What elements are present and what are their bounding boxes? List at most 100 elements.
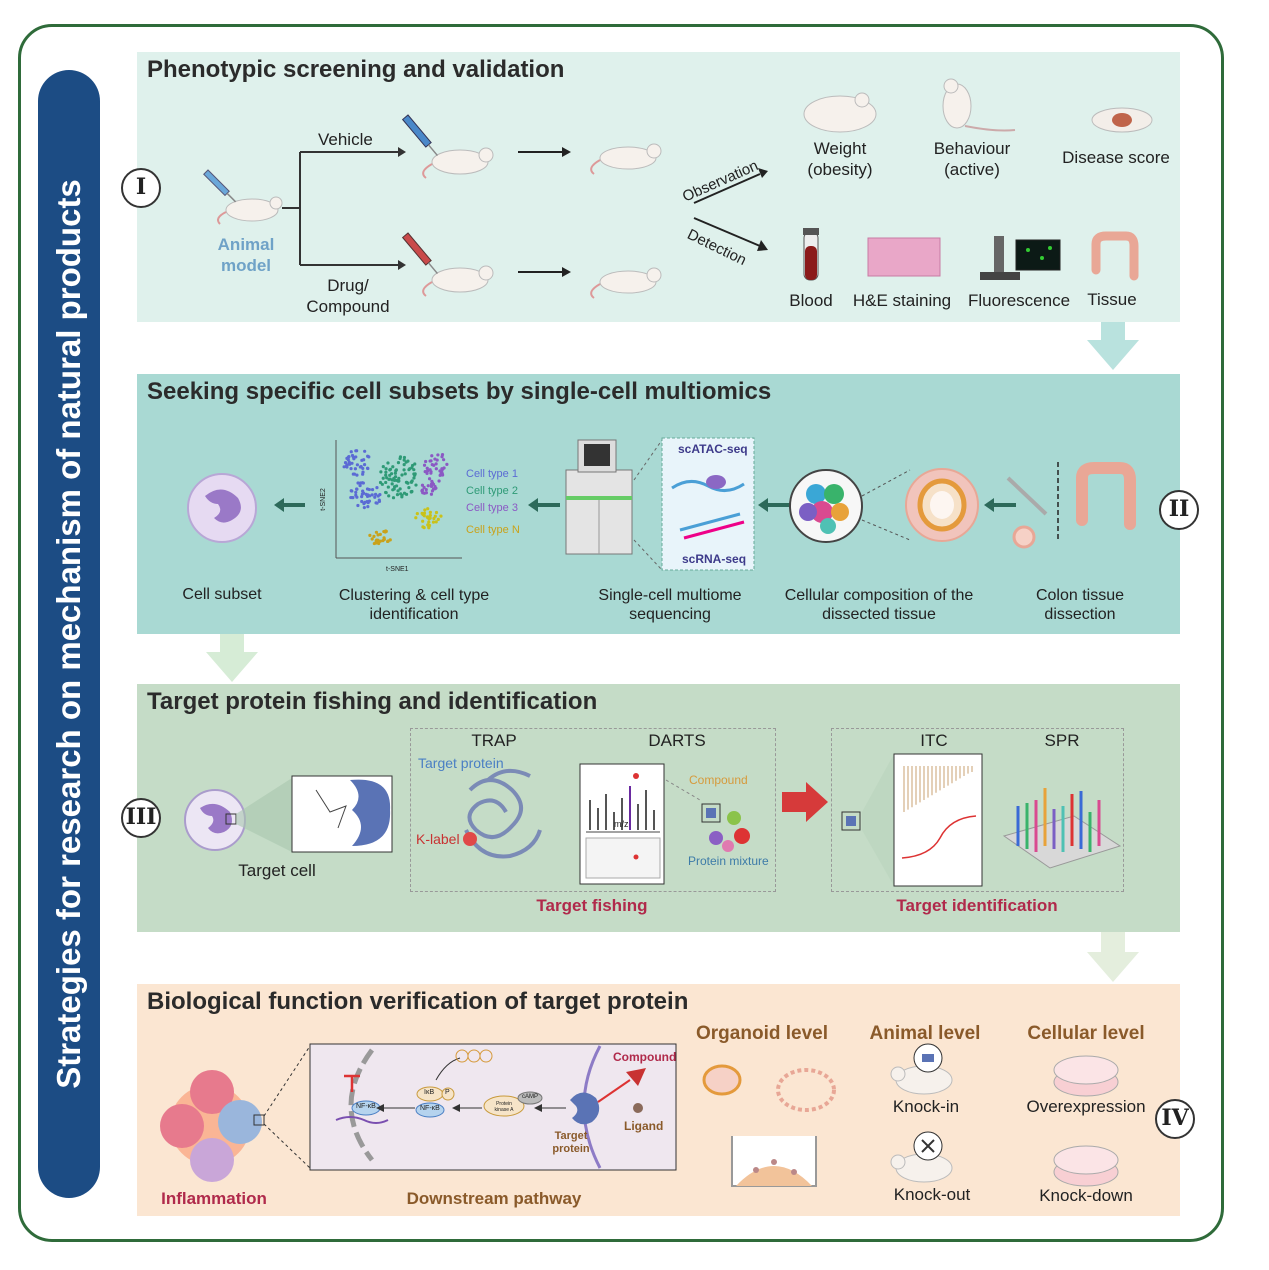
- tsne-point: [430, 454, 434, 458]
- step-colon-dissection: Colon tissue dissection: [1035, 587, 1125, 623]
- cell-type-1: Cell type 1: [466, 468, 518, 480]
- target-identification-label: Target identification: [896, 896, 1058, 915]
- tsne-point: [397, 476, 401, 480]
- roman-numeral-3: III: [121, 798, 161, 838]
- trap-label: TRAP: [471, 731, 517, 750]
- tsne-point: [422, 491, 427, 495]
- step-cellular-composition: Cellular composition of the dissected ti…: [784, 587, 974, 623]
- cell-composition-icon: [789, 469, 863, 543]
- inflammation-label: Inflammation: [161, 1189, 267, 1208]
- tsne-point: [375, 486, 379, 490]
- tsne-point: [426, 516, 431, 520]
- ms-peak-marker: [633, 773, 639, 779]
- target-protein-label: Target protein: [418, 755, 504, 771]
- step-cell-subset: Cell subset: [182, 586, 262, 603]
- arrow-down-3: [1087, 932, 1139, 982]
- tsne-point: [402, 455, 407, 460]
- tsne-point: [368, 533, 372, 537]
- knock-down-label: Knock-down: [1039, 1186, 1133, 1205]
- tsne-point: [358, 465, 362, 469]
- tsne-point: [402, 463, 406, 467]
- tsne-point: [382, 537, 386, 541]
- tsne-point: [362, 458, 366, 462]
- tsne-point: [384, 473, 388, 477]
- tsne-point: [356, 503, 360, 508]
- itc-label: ITC: [920, 731, 948, 750]
- tsne-point: [360, 499, 364, 504]
- tsne-point: [354, 455, 358, 459]
- mouse-icon: [590, 267, 662, 299]
- nfkb-label-2: NF-κB: [420, 1105, 440, 1112]
- tsne-point: [377, 498, 381, 502]
- phosphate-label: P: [445, 1089, 450, 1096]
- tsne-point: [386, 485, 390, 489]
- tsne-point: [407, 468, 411, 472]
- tsne-point: [355, 473, 359, 477]
- panel1-title: Phenotypic screening and validation: [147, 56, 565, 83]
- tsne-point: [384, 470, 388, 474]
- tsne-point: [358, 483, 362, 488]
- tsne-point: [429, 471, 433, 475]
- tsne-point: [350, 461, 354, 465]
- tsne-point: [349, 467, 353, 471]
- tsne-point: [361, 489, 365, 493]
- itc-spikes: [903, 766, 973, 812]
- compound-mixture-icon: [701, 803, 721, 823]
- tsne-point: [354, 449, 358, 453]
- tsne-plot: [335, 440, 462, 559]
- tsne-point: [380, 482, 384, 486]
- tsne-point: [436, 517, 440, 521]
- mass-spectrum-bars: [589, 773, 655, 830]
- tsne-point: [361, 470, 365, 474]
- tsne-point: [362, 463, 367, 467]
- mouse-icon: [590, 143, 662, 175]
- scalpel-icon: [1006, 476, 1048, 516]
- knock-in-label: Knock-in: [892, 1097, 960, 1116]
- tsne-point: [434, 510, 439, 515]
- red-arrow: [782, 782, 828, 822]
- tsne-point: [375, 501, 379, 505]
- tsne-point: [402, 468, 406, 472]
- tsne-point: [349, 495, 353, 500]
- spr-label: SPR: [1044, 731, 1080, 750]
- tsne-point: [440, 455, 444, 459]
- petri-dish-icon: [1053, 1145, 1119, 1187]
- compound-label: Compound: [689, 773, 748, 787]
- animal-level-label: Animal level: [869, 1023, 981, 1044]
- tsne-point: [430, 479, 434, 483]
- tsne-point: [392, 487, 396, 491]
- tsne-point: [438, 469, 442, 473]
- tsne-point: [350, 453, 355, 458]
- tsne-point: [343, 461, 348, 465]
- tsne-point: [422, 463, 427, 467]
- arrow-down-1: [1087, 322, 1139, 370]
- target-fishing-box: [410, 728, 776, 892]
- tsne-point: [394, 484, 399, 488]
- tsne-point: [372, 534, 376, 538]
- tsne-point: [362, 506, 366, 510]
- petri-dish-icon: [1053, 1055, 1119, 1097]
- tsne-point: [424, 488, 428, 492]
- tsne-point: [437, 479, 441, 483]
- mouse-icon: [217, 196, 283, 225]
- mz-label: m/z: [614, 819, 629, 829]
- dissected-mouse-icon: [1091, 107, 1153, 133]
- tsne-point: [402, 458, 406, 462]
- obese-mouse-icon: [803, 92, 877, 133]
- target-protein-icon: [570, 1092, 600, 1125]
- he-staining-icon: [867, 237, 941, 277]
- animal-model-label: Animal model: [217, 235, 275, 275]
- tsne-point: [391, 465, 395, 469]
- tsne-point: [386, 461, 390, 465]
- tsne-point: [422, 511, 427, 515]
- tsne-point: [430, 489, 435, 493]
- tsne-point: [356, 481, 360, 485]
- tsne-point: [384, 467, 388, 471]
- cell-type-2: Cell type 2: [466, 485, 518, 497]
- mouse-icon: [422, 147, 494, 179]
- compound-label-p4: Compound: [613, 1050, 677, 1064]
- knock-out-mouse-icon: [890, 1131, 953, 1183]
- tsne-point: [445, 462, 449, 466]
- tsne-point: [370, 493, 374, 497]
